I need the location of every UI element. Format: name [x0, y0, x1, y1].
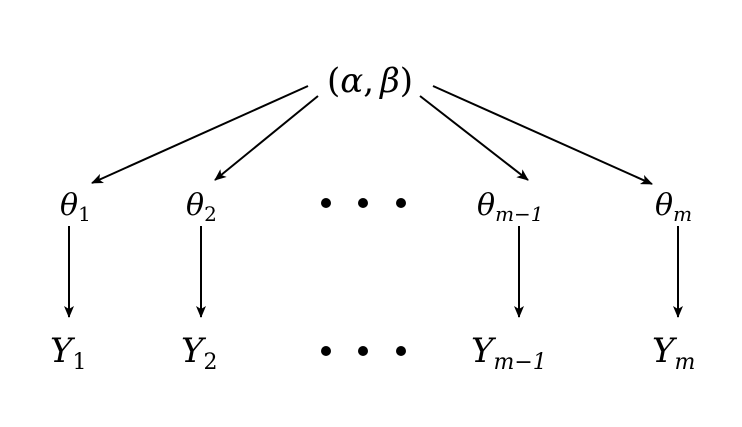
- root-comma: ,: [363, 61, 374, 101]
- root-alpha: α: [340, 61, 363, 101]
- ellipsis-dot: [396, 346, 406, 356]
- theta-2-sub: 2: [204, 202, 217, 226]
- theta-node-m: θm: [655, 188, 692, 226]
- y-2-base: Y: [181, 331, 207, 371]
- y-1-base: Y: [50, 331, 76, 371]
- root-beta: β: [378, 61, 400, 101]
- y-node-m: Ym: [652, 331, 695, 375]
- theta-m-minus-1-sub: m−1: [495, 202, 543, 226]
- root-node-alpha-beta: (α,β): [327, 61, 413, 101]
- y-node-2: Y2: [181, 331, 217, 375]
- y-m-base: Y: [652, 331, 678, 371]
- ellipsis-dot: [396, 198, 406, 208]
- y-m-minus-1-base: Y: [471, 331, 497, 371]
- root-open-paren: (: [327, 61, 340, 101]
- y-m-minus-1-sub: m−1: [493, 350, 546, 375]
- theta-node-2: θ2: [186, 188, 217, 226]
- y-node-1: Y1: [50, 331, 86, 375]
- theta-row-ellipsis: [321, 198, 406, 208]
- theta-node-m-minus-1: θm−1: [477, 188, 544, 226]
- ellipsis-dot: [358, 198, 368, 208]
- y-row-ellipsis: [321, 346, 406, 356]
- theta-m-minus-1-base: θ: [477, 188, 495, 223]
- root-close-paren: ): [400, 61, 413, 101]
- edge-root-theta-2: [214, 95, 319, 181]
- y-node-m-minus-1: Ym−1: [471, 331, 547, 375]
- y-1-sub: 1: [72, 350, 86, 375]
- ellipsis-dot: [321, 198, 331, 208]
- theta-1-base: θ: [60, 188, 78, 223]
- ellipsis-dot: [358, 346, 368, 356]
- edge-root-theta-m-minus-1: [419, 95, 529, 181]
- y-2-sub: 2: [203, 350, 217, 375]
- theta-m-base: θ: [655, 188, 673, 223]
- theta-2-base: θ: [186, 188, 204, 223]
- y-m-sub: m: [674, 350, 695, 375]
- ellipsis-dot: [321, 346, 331, 356]
- edge-root-theta-1: [91, 85, 309, 184]
- theta-m-sub: m: [673, 202, 692, 226]
- edge-root-theta-m: [432, 85, 653, 185]
- theta-1-sub: 1: [78, 202, 91, 226]
- theta-node-1: θ1: [60, 188, 91, 226]
